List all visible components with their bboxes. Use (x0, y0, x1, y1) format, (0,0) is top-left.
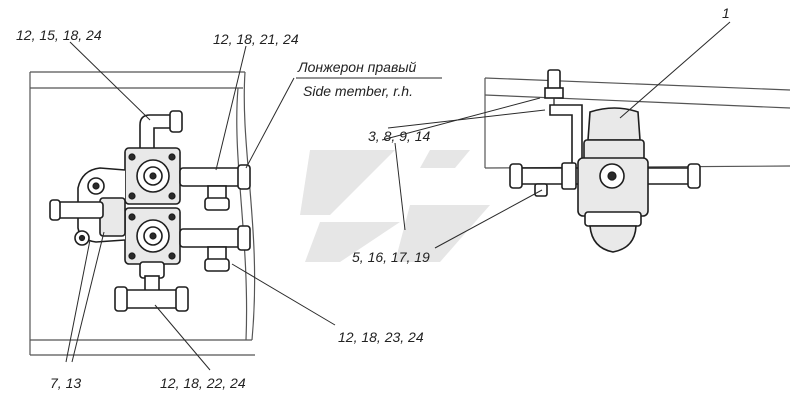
callout-12-18-21-24: 12, 18, 21, 24 (213, 31, 299, 47)
valve-assembly (49, 110, 251, 312)
callout-7-13: 7, 13 (50, 375, 81, 391)
callout-1: 1 (722, 5, 730, 21)
callout-12-18-22-24: 12, 18, 22, 24 (160, 375, 246, 391)
callout-5-16-17-19: 5, 16, 17, 19 (352, 249, 430, 265)
callout-12-15-18-24: 12, 15, 18, 24 (16, 27, 102, 43)
callout-12-18-23-24: 12, 18, 23, 24 (338, 329, 424, 345)
callout-3-8-9-14: 3, 8, 9, 14 (368, 128, 430, 144)
leader-lines (65, 21, 731, 371)
member-label-en: Side member, r.h. (303, 83, 413, 99)
member-label-ru: Лонжерон правый (297, 59, 417, 75)
right-assembly (509, 69, 701, 253)
direction-arrow-graphic (300, 150, 490, 262)
